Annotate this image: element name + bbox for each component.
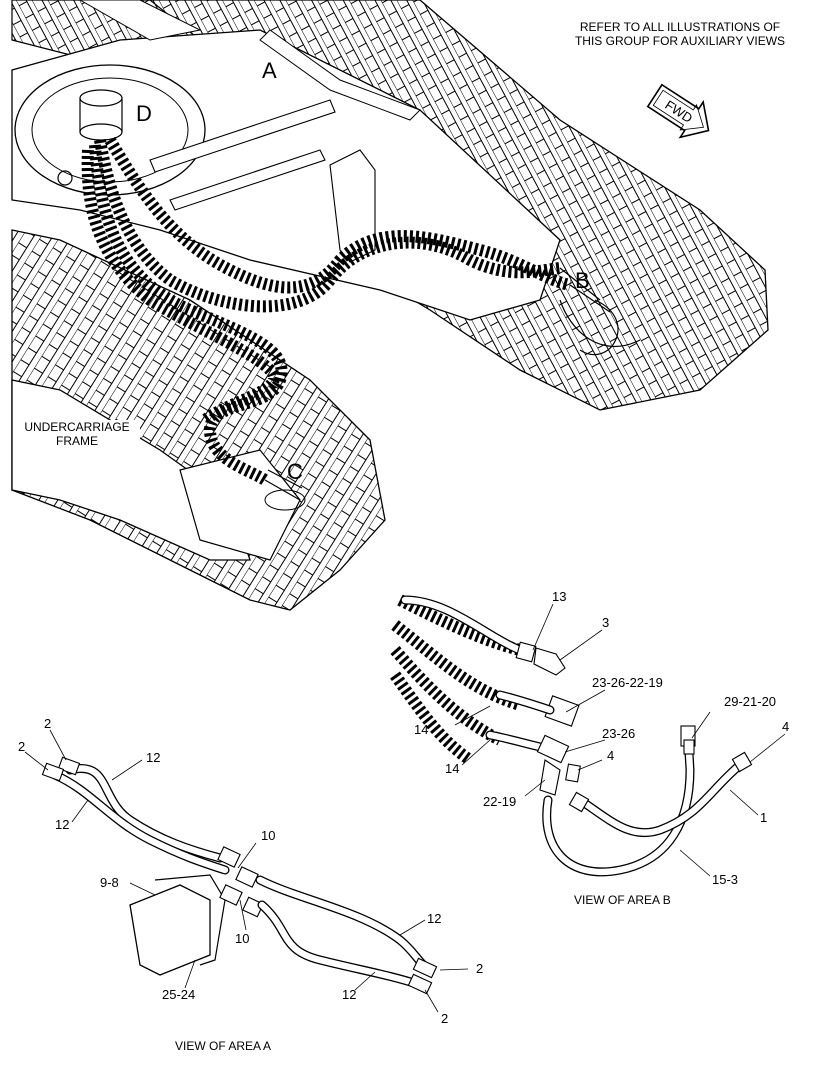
view-area-a-drawing: [41, 756, 438, 995]
callout-15-3: 15-3: [712, 872, 739, 887]
reference-note: REFER TO ALL ILLUSTRATIONS OF THIS GROUP…: [560, 20, 800, 48]
callout-29-21-20: 29-21-20: [724, 694, 777, 709]
view-area-a-caption: VIEW OF AREA A: [175, 1039, 272, 1053]
callout-14-lower: 14: [445, 761, 460, 776]
reference-note-line1: REFER TO ALL ILLUSTRATIONS OF: [579, 20, 781, 34]
callout-2-left: 2: [18, 739, 26, 754]
area-label-c: C: [287, 459, 303, 484]
area-label-d: D: [136, 101, 152, 126]
callout-23-26: 23-26: [602, 726, 636, 741]
area-label-b: B: [575, 268, 590, 293]
callout-10-lower: 10: [235, 931, 250, 946]
callout-2-right: 2: [476, 961, 484, 976]
callout-25-24: 25-24: [162, 987, 196, 1002]
leader-lines: [24, 603, 786, 1013]
view-area-b-drawing: [390, 594, 753, 877]
callout-12-upper-left: 12: [55, 817, 70, 832]
view-area-b-caption: VIEW OF AREA B: [574, 893, 671, 907]
callout-13: 13: [552, 589, 567, 604]
callout-12-lower-left: 12: [342, 987, 357, 1002]
callout-1: 1: [760, 810, 768, 825]
reference-note-line2: THIS GROUP FOR AUXILIARY VIEWS: [574, 34, 786, 48]
frame-label-line1: UNDERCARRIAGE: [24, 420, 130, 434]
undercarriage-drawing: [11, 0, 769, 611]
fwd-arrow-icon: [646, 83, 710, 139]
callout-12-upper-right: 12: [146, 750, 161, 765]
callout-9-8: 9-8: [100, 875, 119, 890]
callout-3: 3: [602, 615, 610, 630]
callout-22-19: 22-19: [483, 794, 517, 809]
callout-10-upper: 10: [261, 828, 276, 843]
callout-4-center: 4: [607, 748, 615, 763]
frame-label-line2: FRAME: [56, 434, 98, 448]
callout-14-upper: 14: [414, 722, 429, 737]
callout-4-right: 4: [782, 719, 790, 734]
callout-2-bottom: 2: [441, 1011, 449, 1026]
callout-23-26-22-19: 23-26-22-19: [592, 675, 663, 690]
callout-2-top: 2: [44, 716, 52, 731]
undercarriage-frame-label: UNDERCARRIAGE FRAME: [14, 420, 140, 448]
area-label-a: A: [262, 58, 277, 83]
callout-12-lower-right: 12: [427, 911, 442, 926]
